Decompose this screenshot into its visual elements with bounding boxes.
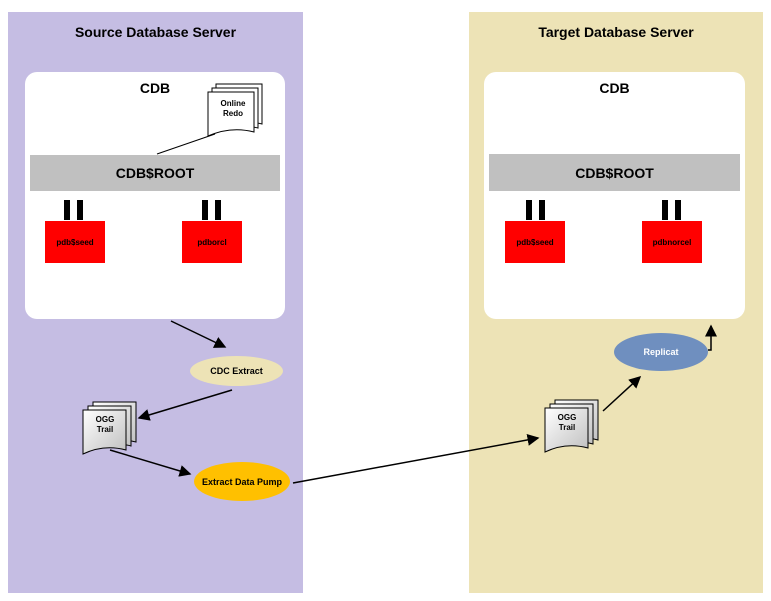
arrow-replicat-to-cdb: [705, 324, 717, 351]
source-ogg-trail-label: OGG Trail: [95, 415, 115, 434]
online-redo-doc-icon: [207, 83, 263, 137]
target-ogg-trail-icon: [544, 399, 599, 453]
arrow-cdb-to-extract: [170, 320, 227, 348]
source-pdb-orcl-icon: [200, 200, 224, 220]
source-ogg-trail-icon: [82, 401, 137, 455]
extract-data-pump-process: Extract Data Pump: [194, 462, 290, 501]
source-pdb-orcl: pdborcl: [182, 221, 242, 263]
target-cdb-box: CDB: [484, 72, 745, 319]
target-ogg-trail-label: OGG Trail: [557, 413, 577, 432]
source-pdb-seed-icon: [62, 200, 86, 220]
target-pdb-seed-icon: [524, 200, 548, 220]
cdc-extract-process: CDC Extract: [190, 356, 283, 386]
target-pdb-norcel: pdbnorcel: [642, 221, 702, 263]
source-cdb-label: CDB: [139, 80, 171, 96]
target-cdb-label: CDB: [599, 80, 630, 96]
arrow-trail-to-pump: [109, 449, 192, 477]
source-server-title: Source Database Server: [74, 24, 237, 40]
arrow-extract-to-trail: [137, 389, 233, 421]
replicat-process: Replicat: [614, 333, 708, 371]
arrow-trail-to-replicat: [602, 375, 642, 412]
target-cdb-root: CDB$ROOT: [489, 154, 740, 191]
target-pdb-norcel-icon: [660, 200, 684, 220]
target-pdb-seed: pdb$seed: [505, 221, 565, 263]
source-cdb-root: CDB$ROOT: [30, 155, 280, 191]
source-pdb-seed: pdb$seed: [45, 221, 105, 263]
target-server-title: Target Database Server: [538, 24, 694, 40]
redo-link-line: [156, 133, 216, 155]
arrow-pump-to-target-trail: [292, 433, 540, 484]
online-redo-label: Online Redo: [220, 99, 246, 118]
